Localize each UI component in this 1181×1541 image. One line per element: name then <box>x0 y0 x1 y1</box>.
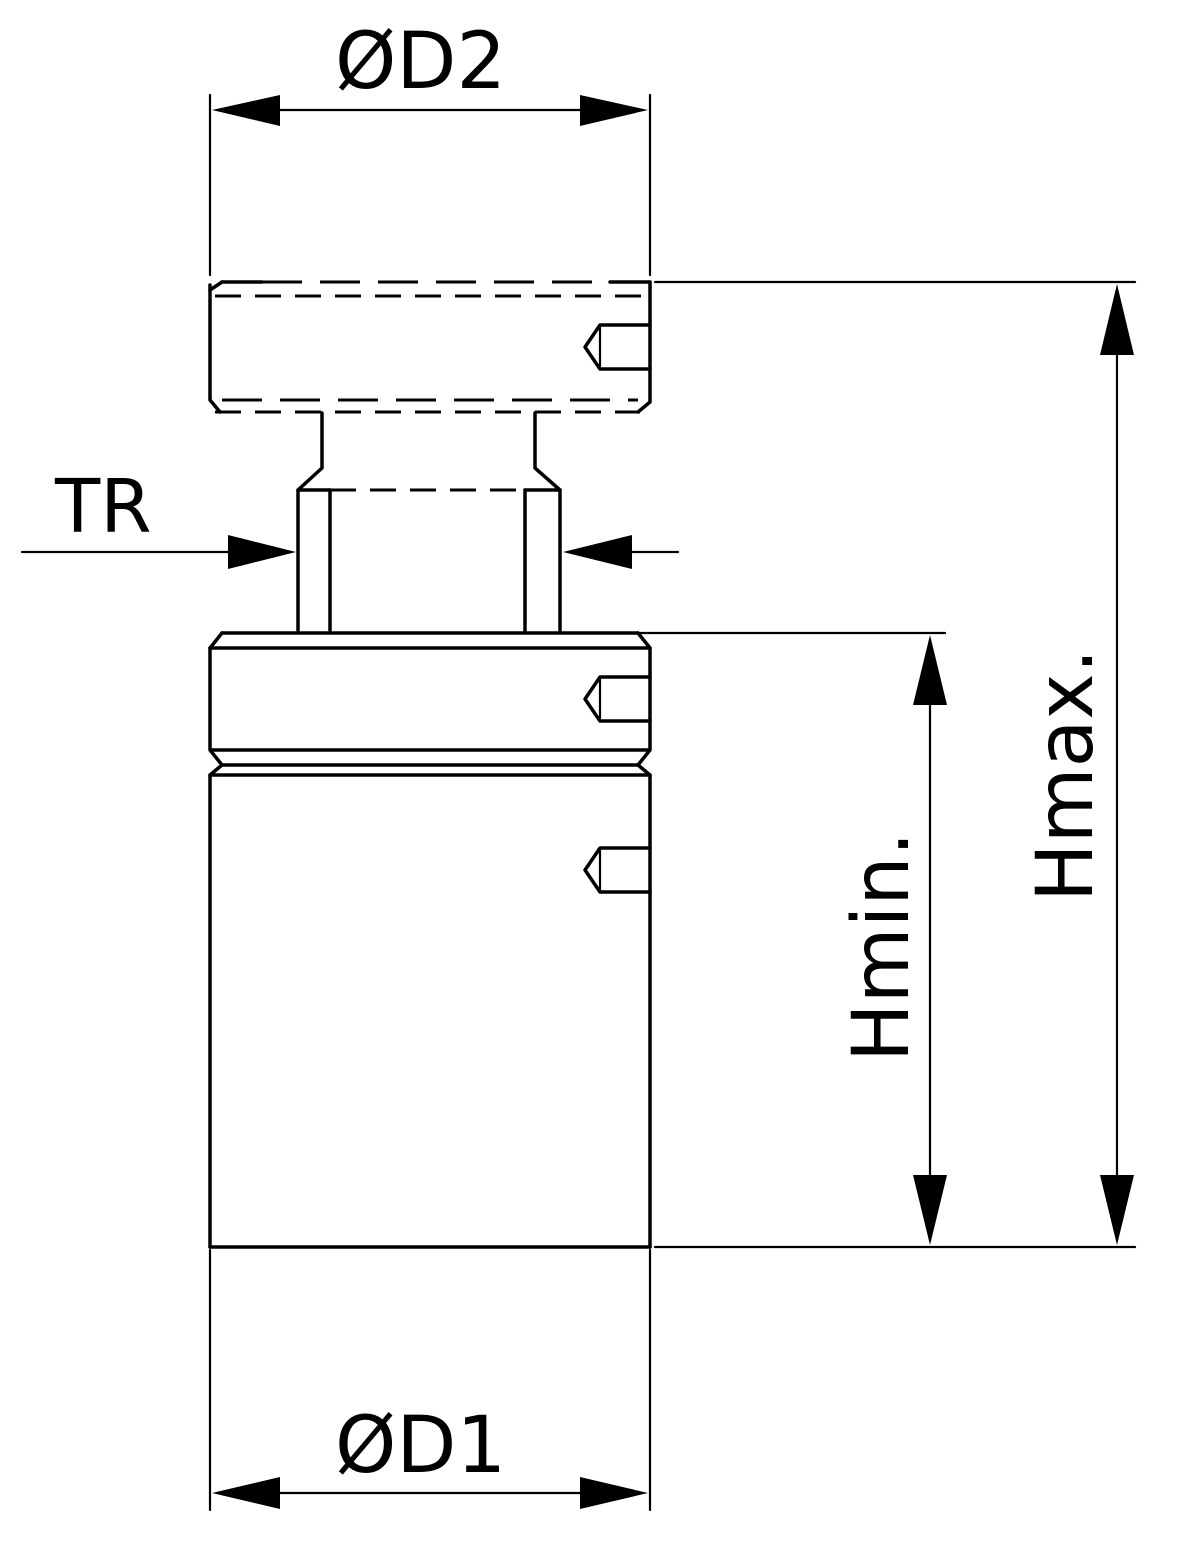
body-screw-hole-upper <box>583 675 652 723</box>
head-screw-hole <box>583 323 652 371</box>
label-hmin: Hmin. <box>837 831 927 1062</box>
label-d1: ØD1 <box>335 1401 506 1491</box>
arrow-up-icon <box>1100 284 1134 355</box>
arrow-right-icon <box>228 535 296 569</box>
arrow-left-icon <box>212 95 280 126</box>
dimension-hmax <box>653 280 1137 1249</box>
label-tr: TR <box>54 464 152 550</box>
arrow-right-icon <box>580 1477 648 1509</box>
arrow-down-icon <box>1100 1175 1134 1245</box>
body-screw-hole-lower <box>583 846 652 894</box>
arrow-left-icon <box>212 1477 280 1509</box>
dimension-hmin <box>638 631 947 1249</box>
dimension-d1 <box>208 1248 652 1512</box>
arrow-down-icon <box>913 1175 947 1245</box>
arrow-up-icon <box>913 635 947 705</box>
body-outline <box>208 631 652 1249</box>
neck <box>296 411 562 632</box>
head-hidden-lines <box>215 280 650 414</box>
label-d2: ØD2 <box>335 17 506 107</box>
arrow-left-icon <box>563 535 632 569</box>
dimension-tr <box>20 535 680 569</box>
head-outline <box>208 280 652 414</box>
arrow-right-icon <box>580 95 648 126</box>
label-hmax: Hmax. <box>1021 649 1111 902</box>
dimension-d2 <box>208 93 652 277</box>
